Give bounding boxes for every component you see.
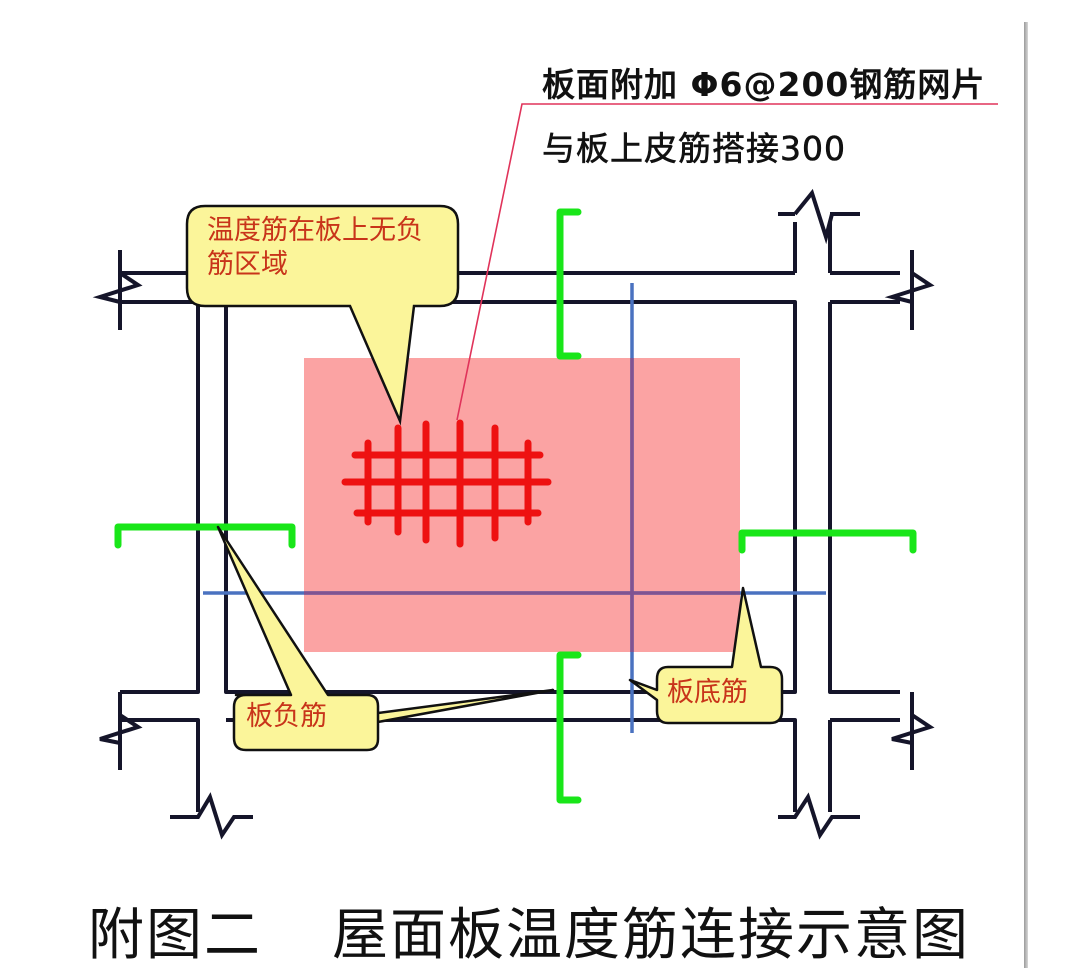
callout-bottom-rebar (628, 586, 784, 725)
annotation-line-1: 板面附加 Φ6@200钢筋网片 (542, 65, 986, 104)
annotation-leader (456, 103, 998, 421)
callout-temperature-region-text: 温度筋在板上无负筋区域 (207, 215, 423, 280)
callout-negative-rebar (216, 525, 555, 752)
break-symbols (92, 188, 935, 840)
negative-rebars (114, 208, 917, 804)
temperature-bar-zone (304, 358, 740, 652)
beam-outlines (120, 212, 900, 812)
annotation-line-2: 与板上皮筋搭接300 (542, 129, 846, 169)
figure-caption: 附图二 屋面板温度筋连接示意图 (88, 890, 970, 971)
steel-mesh (341, 419, 552, 548)
callout-bottom-rebar-text: 板底筋 (667, 677, 748, 708)
image-right-border (1024, 22, 1028, 968)
callout-temperature-region (185, 204, 460, 426)
figure-number: 附图二 (88, 903, 262, 968)
figure-title: 屋面板温度筋连接示意图 (332, 903, 970, 968)
callout-negative-rebar-text: 板负筋 (246, 701, 327, 732)
